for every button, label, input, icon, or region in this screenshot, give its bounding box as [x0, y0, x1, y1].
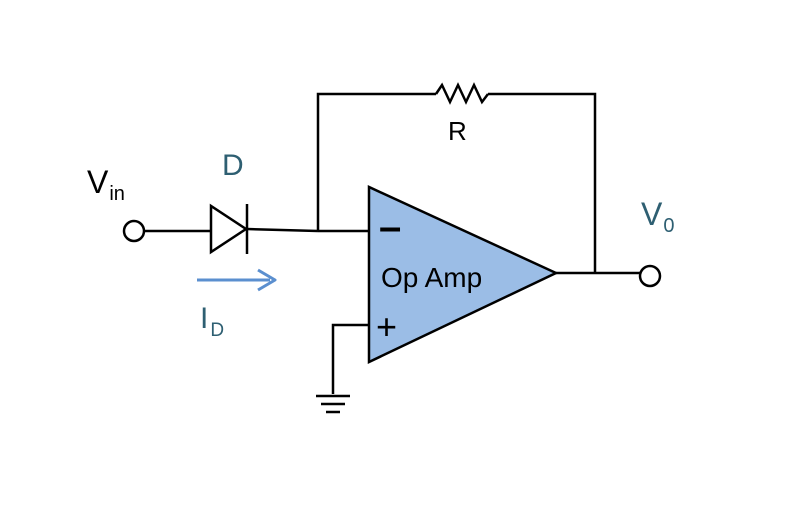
noninverting-ground-wire: [331, 323, 369, 394]
vin-terminal: [122, 219, 146, 243]
feedback-wire-right: [488, 92, 597, 273]
opamp-body: [367, 185, 559, 364]
diode-label: D: [222, 149, 244, 182]
diode-symbol-icon: [209, 203, 249, 255]
diode-to-node-wire: [246, 227, 319, 233]
opamp-label: Op Amp: [381, 262, 482, 293]
ground-symbol-icon: [316, 394, 350, 414]
vin-label: Vin: [87, 164, 125, 205]
feedback-wire-left: [316, 92, 436, 231]
vout-label: V0: [641, 196, 674, 237]
vout-terminal: [638, 264, 662, 288]
inverting-sign: –: [379, 205, 401, 249]
noninverting-sign: +: [376, 306, 397, 347]
current-arrow-icon: [197, 268, 277, 292]
resistor-label: R: [448, 116, 467, 146]
resistor-zigzag-icon: [434, 82, 489, 105]
